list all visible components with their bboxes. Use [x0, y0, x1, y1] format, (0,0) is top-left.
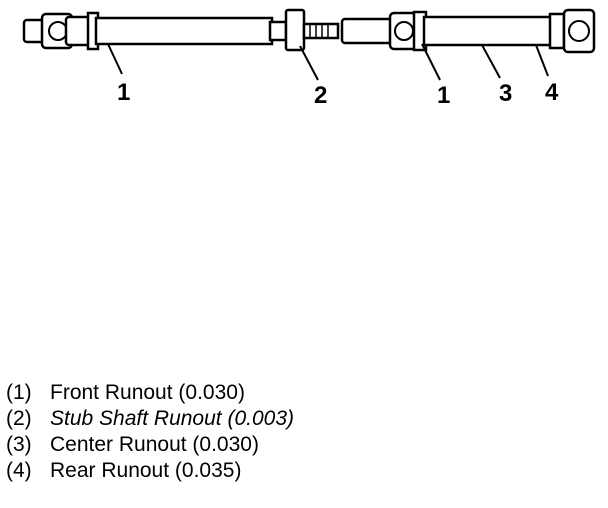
legend-item-stub-shaft-runout: (2) Stub Shaft Runout (0.003) [6, 406, 294, 432]
legend-number: (1) [6, 381, 32, 404]
callout-1-rear: 1 [437, 82, 450, 109]
callout-1-front: 1 [117, 79, 130, 106]
legend-item-front-runout: (1) Front Runout (0.030) [6, 380, 294, 406]
legend-number: (2) [6, 407, 32, 430]
legend-text: Rear Runout (0.035) [50, 459, 242, 482]
legend-number: (4) [6, 459, 32, 482]
legend-text: Front Runout (0.030) [50, 381, 245, 404]
legend-number: (3) [6, 433, 32, 456]
callout-2-stub: 2 [314, 82, 327, 109]
legend-text: Center Runout (0.030) [50, 433, 259, 456]
legend-item-rear-runout: (4) Rear Runout (0.035) [6, 458, 294, 484]
legend-text: Stub Shaft Runout (0.003) [50, 407, 294, 430]
leader-lines [107, 43, 549, 81]
rear-shaft [340, 8, 596, 54]
callout-3-center: 3 [499, 80, 512, 107]
runout-legend: (1) Front Runout (0.030) (2) Stub Shaft Ru… [6, 380, 294, 484]
legend-item-center-runout: (3) Center Runout (0.030) [6, 432, 294, 458]
callout-4-rear: 4 [545, 79, 559, 106]
stub-shaft [302, 22, 340, 40]
driveshaft-diagram: 1 2 1 3 4 [22, 8, 596, 109]
front-shaft [22, 8, 306, 52]
